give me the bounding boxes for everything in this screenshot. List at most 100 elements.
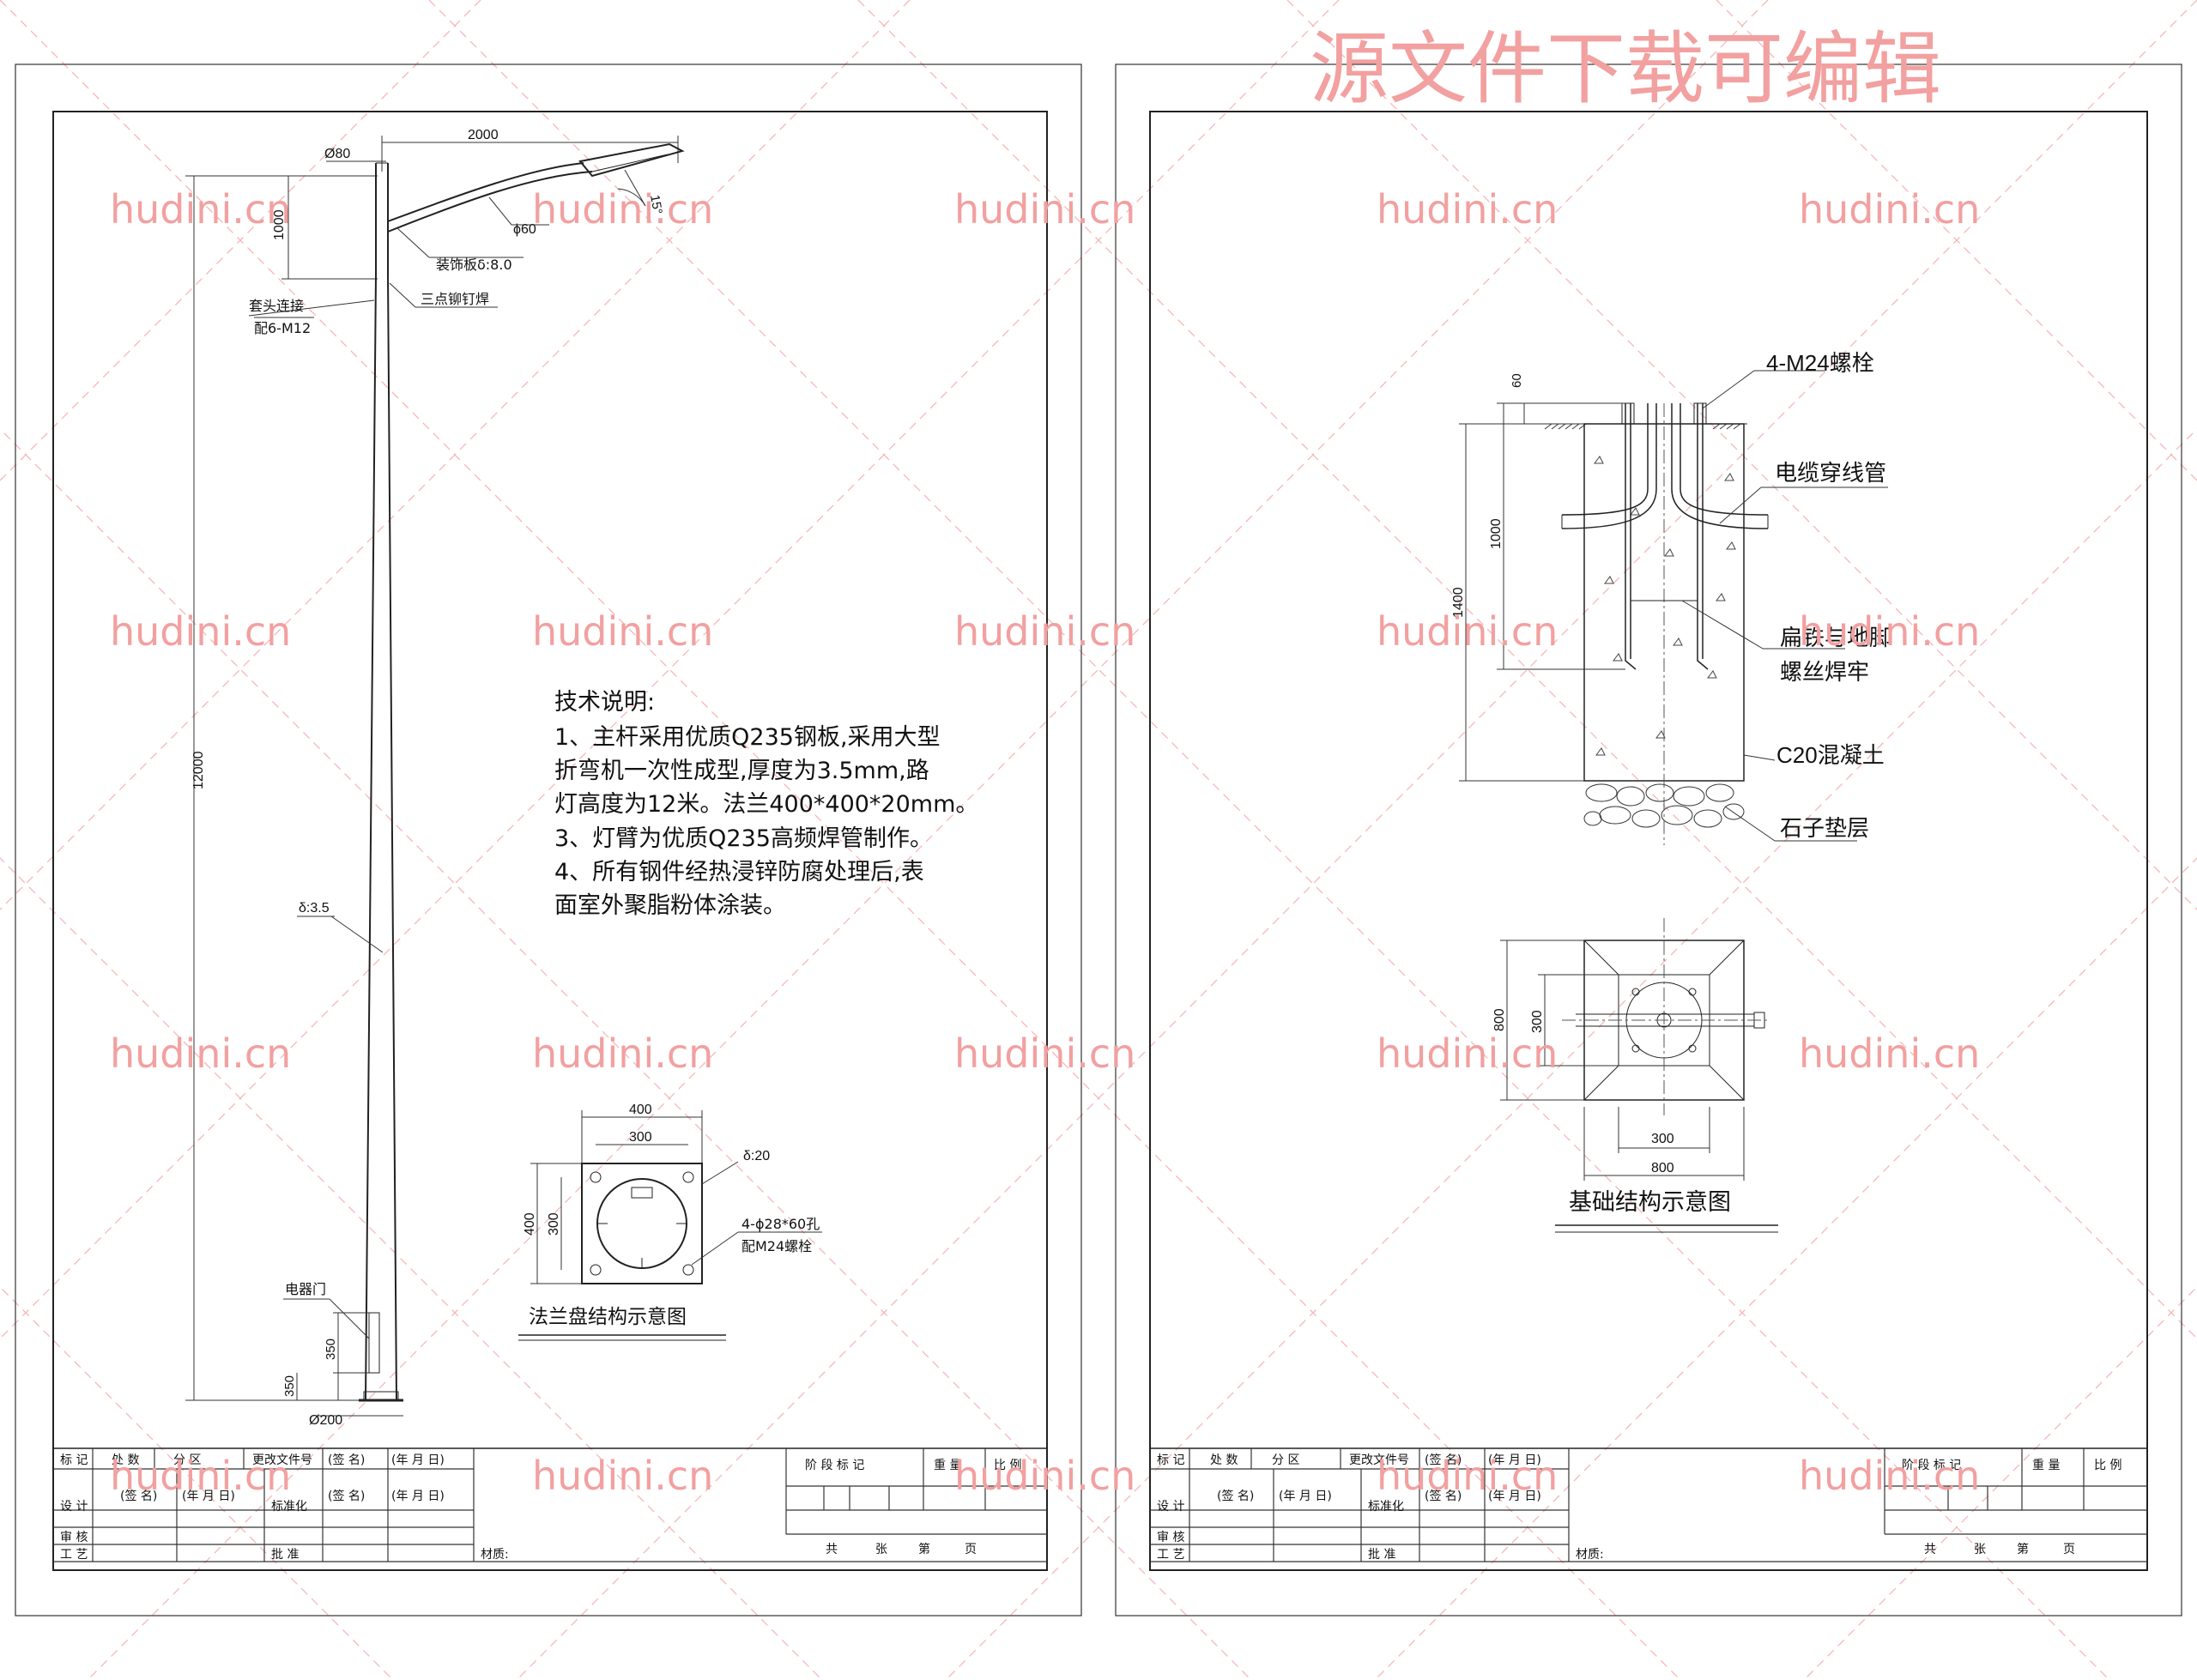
tb-weight: 重 量 xyxy=(2032,1459,2060,1472)
tb-craft: 工 艺 xyxy=(60,1548,88,1562)
notes-line: 面室外聚脂粉体涂装。 xyxy=(554,892,786,919)
wall-thickness-label: δ:3.5 xyxy=(299,901,330,916)
bolt-length-label: 1000 xyxy=(1489,518,1504,549)
flange-outer-v-label: 400 xyxy=(523,1212,537,1236)
watermark-site: hudini.cn xyxy=(954,1030,1135,1077)
watermark-banner: 源文件下载可编辑 xyxy=(1310,23,1941,115)
watermark-site: hudini.cn xyxy=(1799,608,1980,655)
pole-height-label: 12000 xyxy=(191,751,206,789)
watermark-site: hudini.cn xyxy=(1799,1453,1980,1499)
tb-page-unit: 页 xyxy=(965,1543,977,1556)
tb-page: 第 xyxy=(2017,1542,2029,1556)
watermark-site: hudini.cn xyxy=(110,1030,291,1077)
flange-holes-label: 4-ϕ28*60孔 xyxy=(741,1216,820,1232)
notes-line: 3、灯臂为优质Q235高频焊管制作。 xyxy=(554,825,933,852)
door-offset-label: 350 xyxy=(282,1375,297,1397)
tb-change-doc: 更改文件号 xyxy=(1349,1453,1409,1467)
tb-design-sign: (签 名) xyxy=(120,1489,157,1503)
pole-elevation: 12000 1000 Ø80 2000 15° ϕ60 xyxy=(185,128,685,1428)
tb-page: 第 xyxy=(918,1542,930,1556)
rivet-weld-label: 三点铆钉焊 xyxy=(421,291,489,307)
plan-outer-h-label: 800 xyxy=(1651,1161,1674,1175)
foundation-section: 1400 1000 60 4-M24螺栓 电缆穿线管 扁铁与地脚 螺丝焊牢 C2… xyxy=(1451,350,1891,845)
tb-weight: 重 量 xyxy=(934,1459,961,1472)
tb-page-unit: 页 xyxy=(2063,1543,2075,1556)
tb-standard: 标准化 xyxy=(271,1500,307,1514)
watermark-site: hudini.cn xyxy=(532,186,713,233)
weld-note-line-1: 扁铁与地脚 xyxy=(1780,625,1891,651)
tb-standard-sign: (签 名) xyxy=(1425,1489,1462,1503)
tb-sheets: 张 xyxy=(875,1543,887,1556)
tb-standard-sign: (签 名) xyxy=(328,1489,365,1503)
door-height-label: 350 xyxy=(324,1339,338,1360)
tb-scale: 比 例 xyxy=(2094,1459,2121,1472)
tb-mark: 标 记 xyxy=(1157,1453,1184,1467)
sleeve-bolts-label: 配6-M12 xyxy=(254,320,311,336)
cable-conduit-label: 电缆穿线管 xyxy=(1775,461,1886,486)
tb-scale: 比 例 xyxy=(994,1459,1021,1472)
notes-line: 1、主杆采用优质Q235钢板,采用大型 xyxy=(554,724,941,751)
top-offset-label: 60 xyxy=(1510,373,1524,388)
tb-stage: 阶 段 标 记 xyxy=(805,1459,864,1472)
tb-material: 材质: xyxy=(1576,1548,1604,1562)
watermark-site: hudini.cn xyxy=(110,186,291,233)
tb-standard-date: (年 月 日) xyxy=(391,1490,445,1503)
flange-inner-label: 300 xyxy=(629,1130,652,1145)
foundation-caption: 基础结构示意图 xyxy=(1569,1189,1731,1216)
title-block-left: 标 记 处 数 分 区 更改文件号 (签 名) (年 月 日) 阶 段 标 记 … xyxy=(52,1447,1048,1571)
watermark-site: hudini.cn xyxy=(532,1453,713,1499)
watermark-site: hudini.cn xyxy=(954,1453,1135,1499)
tb-signature: (签 名) xyxy=(1425,1453,1462,1467)
tb-stage: 阶 段 标 记 xyxy=(1902,1459,1961,1472)
tb-craft: 工 艺 xyxy=(1157,1548,1184,1562)
arm-pipe-label: ϕ60 xyxy=(513,222,536,237)
tb-review: 审 核 xyxy=(1157,1531,1184,1544)
watermark-site: hudini.cn xyxy=(110,608,291,655)
weld-note-line-2: 螺丝焊牢 xyxy=(1780,660,1869,686)
flange-inner-v-label: 300 xyxy=(547,1212,561,1236)
base-diameter-label: Ø200 xyxy=(309,1413,342,1428)
tb-standard: 标准化 xyxy=(1368,1500,1404,1514)
flange-outer-label: 400 xyxy=(629,1103,652,1117)
tb-sheets: 张 xyxy=(1974,1543,1986,1556)
tb-review: 审 核 xyxy=(60,1531,88,1544)
tb-design-date: (年 月 日) xyxy=(182,1490,235,1503)
arm-angle-label: 15° xyxy=(647,194,665,215)
watermark-site: hudini.cn xyxy=(110,1453,291,1499)
notes-title: 技术说明: xyxy=(554,689,655,716)
watermark-site: hudini.cn xyxy=(532,1030,713,1077)
flange-bolts-label: 配M24螺栓 xyxy=(741,1238,812,1254)
gravel-layer xyxy=(1583,783,1745,828)
top-diameter-label: Ø80 xyxy=(324,147,350,161)
tb-total: 共 xyxy=(1924,1543,1936,1556)
title-block-right: 标 记 处 数 分 区 更改文件号 (签 名) (年 月 日) 阶 段 标 记 … xyxy=(1149,1447,2148,1571)
tb-count: 处 数 xyxy=(112,1453,139,1467)
plan-inner-h-label: 300 xyxy=(1651,1132,1674,1146)
notes-line: 折弯机一次性成型,厚度为3.5mm,路 xyxy=(554,758,929,784)
tb-material: 材质: xyxy=(481,1548,509,1562)
foundation-plan: 800 300 300 800 基础结构示意图 xyxy=(1492,918,1778,1233)
tb-design-date: (年 月 日) xyxy=(1279,1490,1332,1503)
tb-zone: 分 区 xyxy=(1272,1453,1299,1467)
gravel-label: 石子垫层 xyxy=(1780,816,1869,842)
concrete-speckles xyxy=(1594,456,1736,756)
tb-standard-date: (年 月 日) xyxy=(1488,1490,1541,1503)
watermark-text: 源文件下载可编辑 hudini.cn hudini.cn hudini.cn h… xyxy=(110,23,1980,1499)
sleeve-joint-label: 套头连接 xyxy=(249,298,304,314)
tb-design: 设 计 xyxy=(1157,1500,1184,1514)
tb-date: (年 月 日) xyxy=(391,1453,445,1467)
tb-zone: 分 区 xyxy=(173,1453,201,1467)
depth-label: 1400 xyxy=(1451,587,1466,618)
plan-inner-v-label: 300 xyxy=(1530,1010,1545,1033)
deco-plate-label: 装饰板δ:8.0 xyxy=(436,257,512,273)
watermark-site: hudini.cn xyxy=(1377,608,1558,655)
flange-thickness-label: δ:20 xyxy=(743,1149,770,1163)
flange-caption: 法兰盘结构示意图 xyxy=(529,1306,687,1328)
tb-approve: 批 准 xyxy=(271,1548,299,1562)
watermark-site: hudini.cn xyxy=(1799,1030,1980,1077)
arm-length-label: 2000 xyxy=(468,128,499,142)
watermark-site: hudini.cn xyxy=(1377,186,1558,233)
tb-signature: (签 名) xyxy=(328,1453,365,1467)
